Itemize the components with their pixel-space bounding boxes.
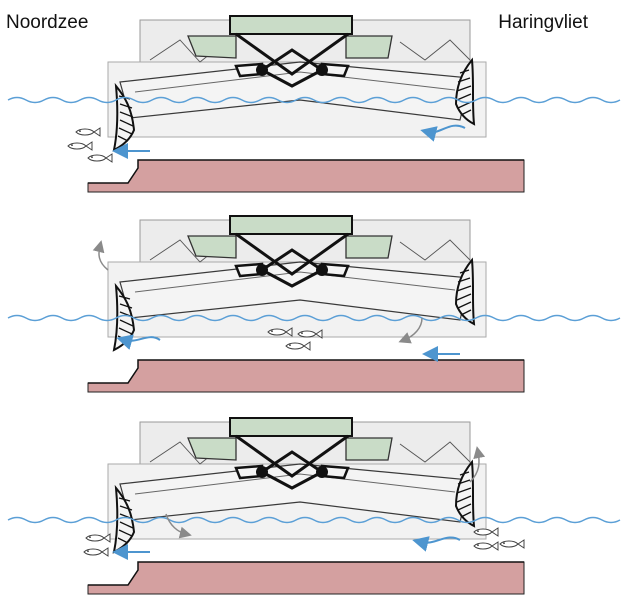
fish-icon [75, 127, 101, 137]
gate-rotation-arrow-icon [165, 513, 192, 539]
label-noordzee: Noordzee [6, 12, 89, 33]
flow-arrow-icon [420, 124, 466, 142]
fish-icon [67, 141, 93, 151]
fish-icon [499, 539, 525, 549]
flow-arrow-icon [412, 536, 461, 552]
fish-icon [83, 547, 109, 557]
fish-icon [285, 341, 311, 351]
gate-rotation-arrow-icon [398, 317, 423, 344]
water-line-2 [7, 314, 621, 322]
panel-2 [7, 214, 621, 394]
flow-arrow-icon [116, 334, 161, 350]
panel-3 [7, 416, 621, 596]
fish-icon [87, 153, 113, 163]
water-line-1 [7, 96, 621, 104]
panel-1 [7, 14, 621, 194]
gate-rotation-arrow-icon [469, 446, 486, 483]
gate-rotation-arrow-icon [92, 240, 109, 271]
water-line-3 [7, 516, 621, 524]
fish-icon [85, 533, 111, 543]
fish-icon [473, 541, 499, 551]
label-haringvliet: Haringvliet [498, 12, 588, 33]
